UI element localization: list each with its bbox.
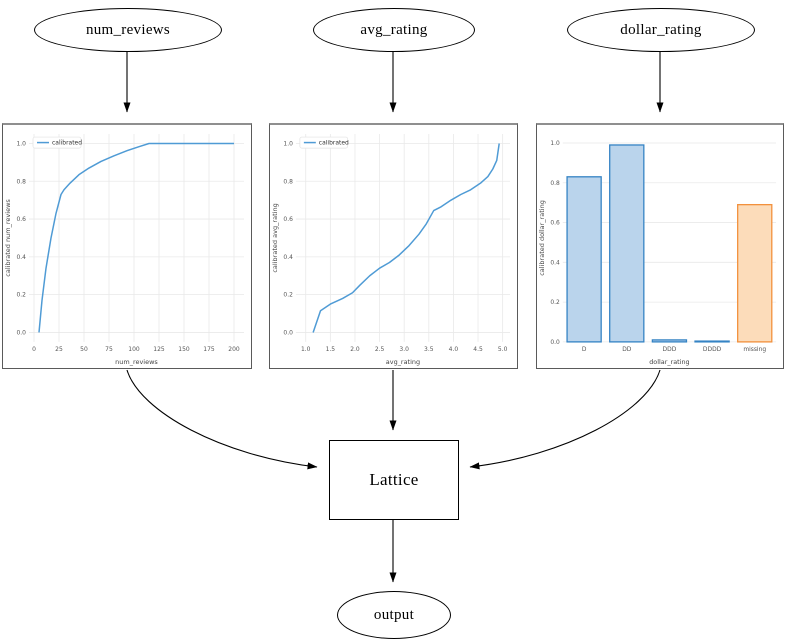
svg-text:0.0: 0.0 [16,329,26,336]
svg-text:missing: missing [743,346,766,353]
svg-text:0.2: 0.2 [16,292,26,299]
num-reviews-calibration-plot: 0.0 0.2 0.4 0.6 0.8 1.0 0 25 50 75 100 125 150 175 200… [4,134,244,366]
svg-text:75: 75 [105,346,113,353]
svg-text:2.0: 2.0 [350,346,360,353]
node-dollar-rating: dollar_rating [567,8,755,52]
svg-text:200: 200 [228,346,240,353]
svg-text:0.4: 0.4 [550,259,560,266]
svg-text:125: 125 [153,346,165,353]
svg-text:0.4: 0.4 [16,254,26,261]
svg-text:DD: DD [622,346,632,353]
svg-text:3.5: 3.5 [424,346,434,353]
node-num-reviews: num_reviews [34,8,222,52]
svg-text:DDDD: DDDD [703,346,722,353]
edge-chart3-to-lattice [469,369,661,470]
svg-text:0.2: 0.2 [550,299,560,306]
svg-text:0.6: 0.6 [283,216,293,223]
svg-text:150: 150 [178,346,190,353]
svg-text:1.0: 1.0 [283,140,293,147]
svg-text:calibrated num_reviews: calibrated num_reviews [4,199,12,277]
node-lattice: Lattice [329,440,459,520]
svg-text:dollar_rating: dollar_rating [649,358,689,366]
svg-text:1.5: 1.5 [326,346,336,353]
svg-text:0.8: 0.8 [283,178,293,185]
svg-text:0.6: 0.6 [16,216,26,223]
svg-text:100: 100 [128,346,140,353]
svg-text:0.8: 0.8 [550,180,560,187]
svg-text:1.0: 1.0 [16,140,26,147]
svg-text:4.5: 4.5 [473,346,483,353]
svg-text:avg_rating: avg_rating [386,358,420,366]
node-dollar-rating-label: dollar_rating [620,21,702,38]
svg-text:D: D [582,346,587,353]
svg-text:0.6: 0.6 [550,220,560,227]
avg-rating-calibration-plot: 0.0 0.2 0.4 0.6 0.8 1.0 1.0 1.5 2.0 2.5 3.0 3.5 4.0 4… [271,134,511,366]
node-output: output [337,591,451,639]
node-num-reviews-label: num_reviews [85,21,171,38]
node-output-label: output [373,606,415,623]
svg-text:175: 175 [203,346,215,353]
svg-text:calibrated dollar_rating: calibrated dollar_rating [538,200,546,276]
node-lattice-label: Lattice [369,470,419,489]
svg-text:1.0: 1.0 [301,346,311,353]
svg-text:0.0: 0.0 [550,339,560,346]
svg-text:3.0: 3.0 [399,346,409,353]
svg-text:25: 25 [55,346,63,353]
node-avg-rating-label: avg_rating [360,21,428,38]
svg-text:calibrated: calibrated [52,140,82,147]
calibration-chart-avg-rating: 0.0 0.2 0.4 0.6 0.8 1.0 1.0 1.5 2.0 2.5 3.0 3.5 4.0 4… [269,123,518,369]
svg-text:0.4: 0.4 [283,254,293,261]
svg-text:5.0: 5.0 [498,346,508,353]
svg-text:1.0: 1.0 [550,140,560,147]
svg-text:0: 0 [32,346,36,353]
svg-text:0.2: 0.2 [283,292,293,299]
svg-text:num_reviews: num_reviews [115,358,158,366]
svg-text:calibrated avg_rating: calibrated avg_rating [271,203,279,272]
svg-text:calibrated: calibrated [319,140,349,147]
svg-text:50: 50 [80,346,88,353]
svg-text:2.5: 2.5 [375,346,385,353]
svg-text:4.0: 4.0 [449,346,459,353]
svg-text:0.8: 0.8 [16,178,26,185]
edge-chart1-to-lattice [126,369,318,470]
svg-text:0.0: 0.0 [283,329,293,336]
node-avg-rating: avg_rating [313,8,475,52]
calibration-chart-num-reviews: 0.0 0.2 0.4 0.6 0.8 1.0 0 25 50 75 100 125 150 175 200… [2,123,252,369]
svg-text:DDD: DDD [663,346,677,353]
